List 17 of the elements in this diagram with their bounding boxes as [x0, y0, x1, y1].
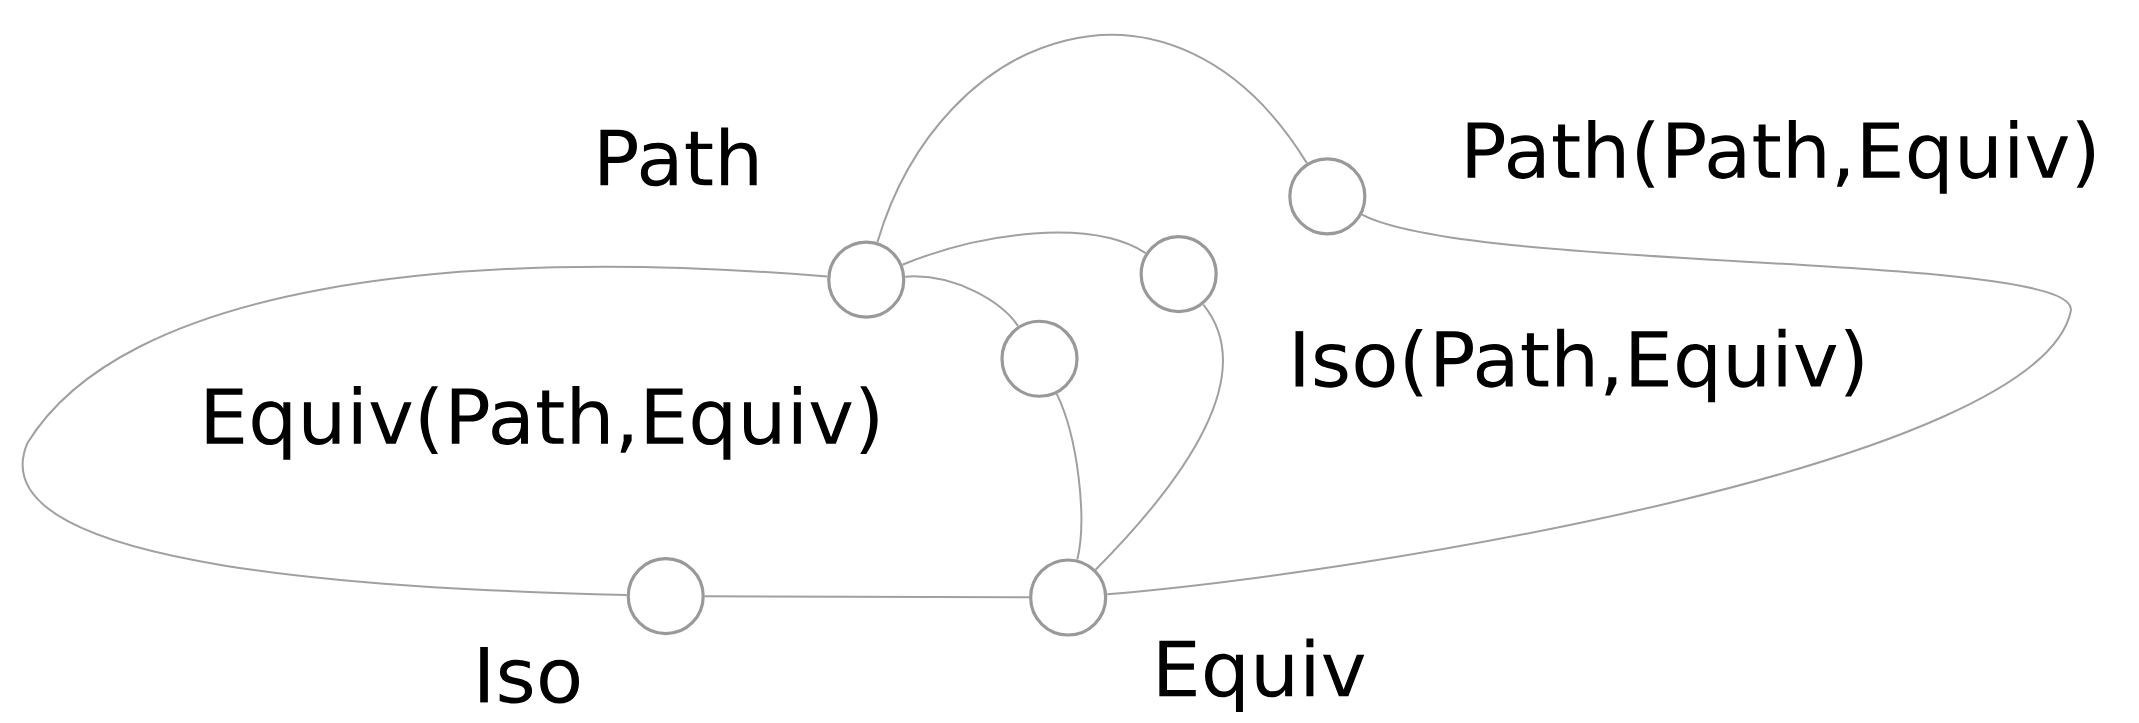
node-label: Iso	[480, 647, 580, 704]
circle-node	[626, 557, 705, 636]
connector-line	[901, 231, 1147, 266]
circle-node	[827, 240, 906, 319]
connector-line	[1094, 303, 1225, 571]
circle-node	[1288, 157, 1367, 236]
node-label: Iso(Path,Equiv)	[1295, 328, 1863, 403]
connector-line	[904, 275, 1019, 328]
circle-node	[1029, 558, 1108, 637]
circle-node	[1000, 319, 1079, 398]
connector-line	[1055, 392, 1083, 561]
connector-line	[22, 266, 829, 597]
connector-line	[876, 33, 1308, 244]
circle-node	[1139, 235, 1218, 314]
node-label: Equiv(Path,Equiv)	[206, 386, 878, 460]
connector-line	[703, 595, 1031, 599]
connector-line	[1106, 213, 2072, 596]
